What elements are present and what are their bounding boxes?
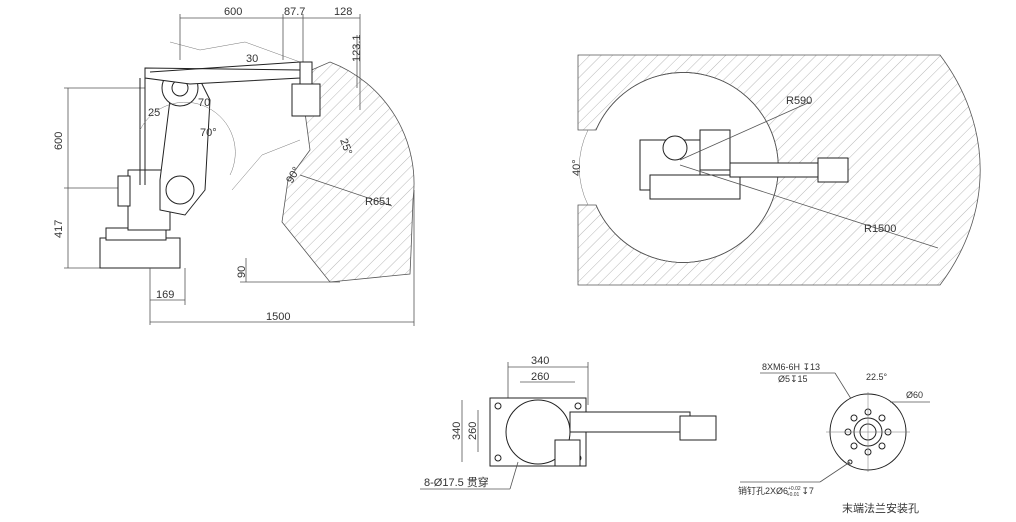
angle-25: 25 (148, 107, 160, 119)
angle-70b: 70° (200, 127, 217, 139)
flange-bolt-hole (850, 414, 858, 422)
dim-128: 128 (334, 6, 352, 18)
robot-upper-arm (144, 67, 301, 85)
flange-bolt-hole (878, 442, 886, 450)
top-radius-r1500: R1500 (864, 223, 896, 235)
dim-417: 417 (53, 220, 65, 238)
side-view: 600 87.7 128 123.1 600 417 30 25 70 70° … (53, 6, 415, 326)
base-height-260: 260 (467, 422, 479, 440)
robot-base (99, 237, 181, 269)
dim-600-left: 600 (53, 132, 65, 150)
base-hole-note: 8-Ø17.5 贯穿 (424, 475, 489, 489)
top-robot-motor (662, 135, 688, 161)
flange-view: 8XM6-6H ↧13 Ø5↧15 22.5° Ø60 销钉孔2XØ6+0.02… (738, 362, 930, 515)
angle-70a: 70 (198, 97, 210, 109)
base-hole (574, 402, 582, 410)
top-robot-motor-2 (699, 129, 731, 171)
envelope-inner-line (231, 139, 301, 191)
angle-arc (139, 102, 236, 176)
top-robot-body (649, 174, 741, 200)
base-hole (494, 454, 502, 462)
dim-123-1: 123.1 (351, 34, 363, 62)
envelope-top-line (169, 41, 301, 63)
top-robot-arm (729, 162, 831, 178)
base-view: 340 260 340 260 8-Ø17.5 贯穿 (420, 355, 717, 490)
base-arm (569, 411, 691, 433)
flange-bolt-hole (850, 442, 858, 450)
top-r590-leader (679, 101, 811, 161)
angle-30: 30 (246, 53, 258, 65)
flange-pin-leader-2 (819, 461, 851, 483)
base-hole-leader-2 (509, 461, 519, 490)
flange-diameter: Ø60 (906, 390, 923, 400)
flange-thread-note: 8XM6-6H ↧13 (762, 362, 820, 372)
base-width-260: 260 (531, 371, 549, 383)
side-work-envelope (281, 61, 415, 283)
flange-pin-note: 销钉孔2XØ6+0.02+0.01↧7 (738, 485, 814, 498)
radius-leader (299, 174, 393, 207)
dim-600-top: 600 (224, 6, 242, 18)
radius-r651: R651 (365, 196, 391, 208)
base-height-340: 340 (451, 422, 463, 440)
flange-bore-note: Ø5↧15 (778, 374, 808, 384)
dim-87-7: 87.7 (284, 6, 305, 18)
top-angle-40: 40° (571, 159, 583, 176)
base-arm-wrist (679, 415, 717, 441)
dim-1500: 1500 (266, 311, 290, 323)
robot-wrist (291, 83, 321, 117)
base-width-340: 340 (531, 355, 549, 367)
top-r1500-leader (679, 164, 939, 249)
top-angle-arc (579, 129, 589, 206)
flange-caption: 末端法兰安装孔 (842, 501, 919, 515)
flange-bolt-hole (878, 414, 886, 422)
flange-angle: 22.5° (866, 372, 888, 382)
dim-90: 90 (236, 266, 248, 278)
robot-joint-lower (165, 175, 195, 205)
base-motor (554, 439, 581, 467)
angle-25deg: 25° (337, 137, 354, 157)
robot-upper-rod (149, 61, 301, 73)
top-robot-wrist (817, 157, 849, 183)
base-hole (494, 402, 502, 410)
top-view: 40° R590 R1500 (571, 54, 981, 286)
robot-wrist-top (299, 61, 313, 85)
dim-169: 169 (156, 289, 174, 301)
robot-motor-left (117, 175, 131, 207)
top-radius-r590: R590 (786, 95, 812, 107)
